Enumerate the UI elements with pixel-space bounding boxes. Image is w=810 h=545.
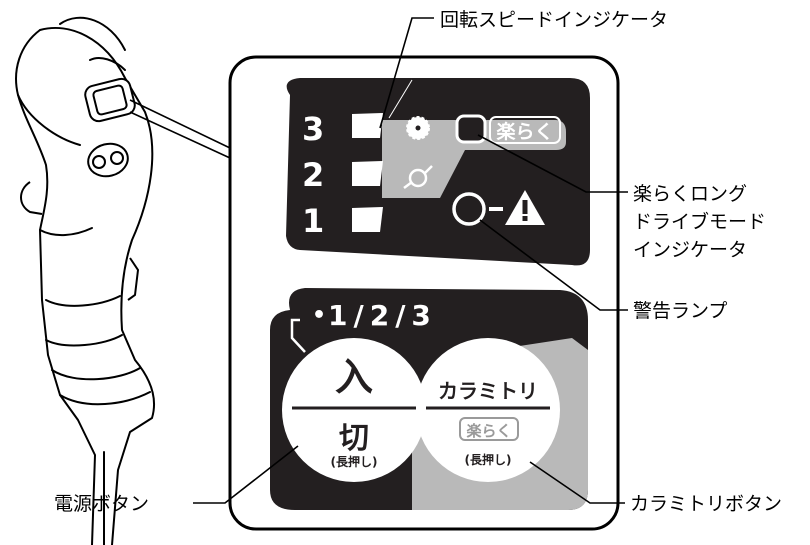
callout-karamitori-button: カラミトリボタン: [630, 493, 782, 515]
karamitori-raku-box: [459, 417, 519, 441]
power-long-press-label: (長押し): [331, 454, 378, 469]
raku-badge: 楽らく: [496, 120, 553, 143]
warning-lamp: [452, 192, 486, 226]
karamitori-button[interactable]: カラミトリ 楽らく (長押し): [416, 338, 560, 482]
tool-trigger-drawing: [20, 181, 140, 301]
saw-blade-icon: [406, 116, 430, 140]
power-on-label: 入: [335, 355, 373, 399]
leader-speed-indicator: [379, 17, 434, 129]
tool-handle-drawing: [15, 16, 156, 545]
tool-switch-drawing: [84, 77, 136, 178]
speed-lamps: [352, 113, 383, 232]
leader-lines: [193, 17, 628, 504]
callout-speed-indicator: 回転スピードインジケータ: [440, 9, 668, 31]
leader-karamitori-button: [529, 461, 625, 504]
callout-warning-lamp: 警告ランプ: [633, 300, 727, 322]
cycle-label: 1/2/3: [328, 299, 437, 332]
raku-badge-box: [489, 116, 561, 144]
speed-level-1: 1: [302, 202, 324, 240]
karamitori-title: カラミトリ: [438, 379, 538, 403]
power-off-label: 切: [339, 421, 369, 456]
raku-indicator-lamp: [455, 114, 487, 144]
line-head-icon: [403, 165, 433, 189]
warning-triangle-icon: [505, 190, 545, 225]
callout-raku-indicator-line1: 楽らくロング: [633, 183, 747, 205]
speed-lamp-3: [352, 113, 383, 138]
karamitori-long-press-label: (長押し): [465, 452, 512, 467]
leader-raku-indicator: [477, 134, 628, 193]
callout-raku-indicator-line3: インジケータ: [633, 239, 747, 261]
cycle-label-dot: •: [312, 303, 326, 328]
cycle-arrow: [290, 318, 306, 353]
speed-level-2: 2: [302, 156, 324, 194]
connector-lines: [129, 99, 231, 159]
karamitori-raku-badge: 楽らく: [466, 422, 511, 440]
leader-halos: [388, 79, 413, 119]
speed-lamp-1: [352, 207, 383, 232]
leader-warning-lamp: [479, 219, 628, 311]
speed-lamp-2: [352, 161, 383, 186]
speed-level-3: 3: [302, 110, 324, 148]
power-button[interactable]: 入 切 (長押し): [282, 338, 426, 482]
callout-power-button: 電源ボタン: [54, 493, 149, 515]
mode-area: [382, 120, 566, 198]
callout-raku-indicator-line2: ドライブモード: [633, 210, 766, 233]
leader-power-button: [193, 445, 299, 504]
